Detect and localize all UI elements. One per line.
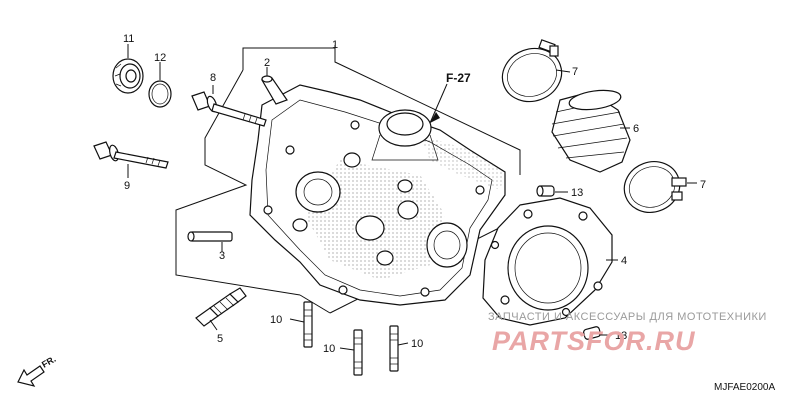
stud-bolt-c[interactable] bbox=[389, 325, 399, 372]
callout-4: 4 bbox=[621, 255, 627, 267]
callout-10-b: 10 bbox=[323, 343, 335, 355]
cylinder-head[interactable] bbox=[249, 84, 506, 306]
dowel-13-upper[interactable] bbox=[536, 185, 555, 197]
callout-2: 2 bbox=[264, 57, 270, 69]
stud-bolt-b[interactable] bbox=[353, 329, 363, 376]
dowel-pin-lower[interactable] bbox=[187, 231, 233, 242]
reference-label[interactable]: F-27 bbox=[446, 71, 471, 85]
callout-1: 1 bbox=[332, 39, 338, 51]
callout-10-c: 10 bbox=[411, 338, 423, 350]
leader-lines bbox=[127, 44, 697, 351]
callout-3: 3 bbox=[219, 250, 225, 262]
callout-7-lower: 7 bbox=[700, 179, 706, 191]
front-direction-arrow: FR. bbox=[17, 354, 58, 387]
dowel-pin-upper[interactable] bbox=[261, 75, 288, 105]
flange-bolt-9[interactable] bbox=[93, 141, 169, 169]
insulator-boot[interactable] bbox=[551, 87, 631, 173]
callout-11: 11 bbox=[123, 33, 134, 45]
o-ring-12[interactable] bbox=[148, 80, 172, 108]
watermark-brand: PARTSFOR.RU bbox=[492, 326, 696, 356]
callout-5: 5 bbox=[217, 333, 223, 345]
flange-bolt-8[interactable] bbox=[191, 91, 267, 127]
callout-12: 12 bbox=[154, 52, 166, 64]
head-gasket[interactable] bbox=[482, 197, 613, 326]
callout-10-a: 10 bbox=[270, 314, 282, 326]
hose-band-lower[interactable] bbox=[617, 154, 687, 220]
callout-9: 9 bbox=[124, 180, 130, 192]
cap-11[interactable] bbox=[112, 58, 144, 94]
hose-band-upper[interactable] bbox=[495, 39, 569, 110]
callout-7-upper: 7 bbox=[572, 66, 578, 78]
diagram-code: MJFAE0200A bbox=[714, 382, 775, 393]
direction-label: FR. bbox=[40, 354, 58, 370]
callout-6: 6 bbox=[633, 123, 639, 135]
callout-13-upper: 13 bbox=[571, 187, 583, 199]
watermark-caption: ЗАПЧАСТИ И АКСЕССУАРЫ ДЛЯ МОТОТЕХНИКИ bbox=[488, 311, 767, 323]
spark-plug[interactable] bbox=[195, 287, 247, 327]
callout-8: 8 bbox=[210, 72, 216, 84]
stud-bolt-a[interactable] bbox=[303, 301, 313, 348]
callout-13-lower: 13 bbox=[615, 330, 627, 342]
dowel-13-lower[interactable] bbox=[583, 326, 601, 340]
